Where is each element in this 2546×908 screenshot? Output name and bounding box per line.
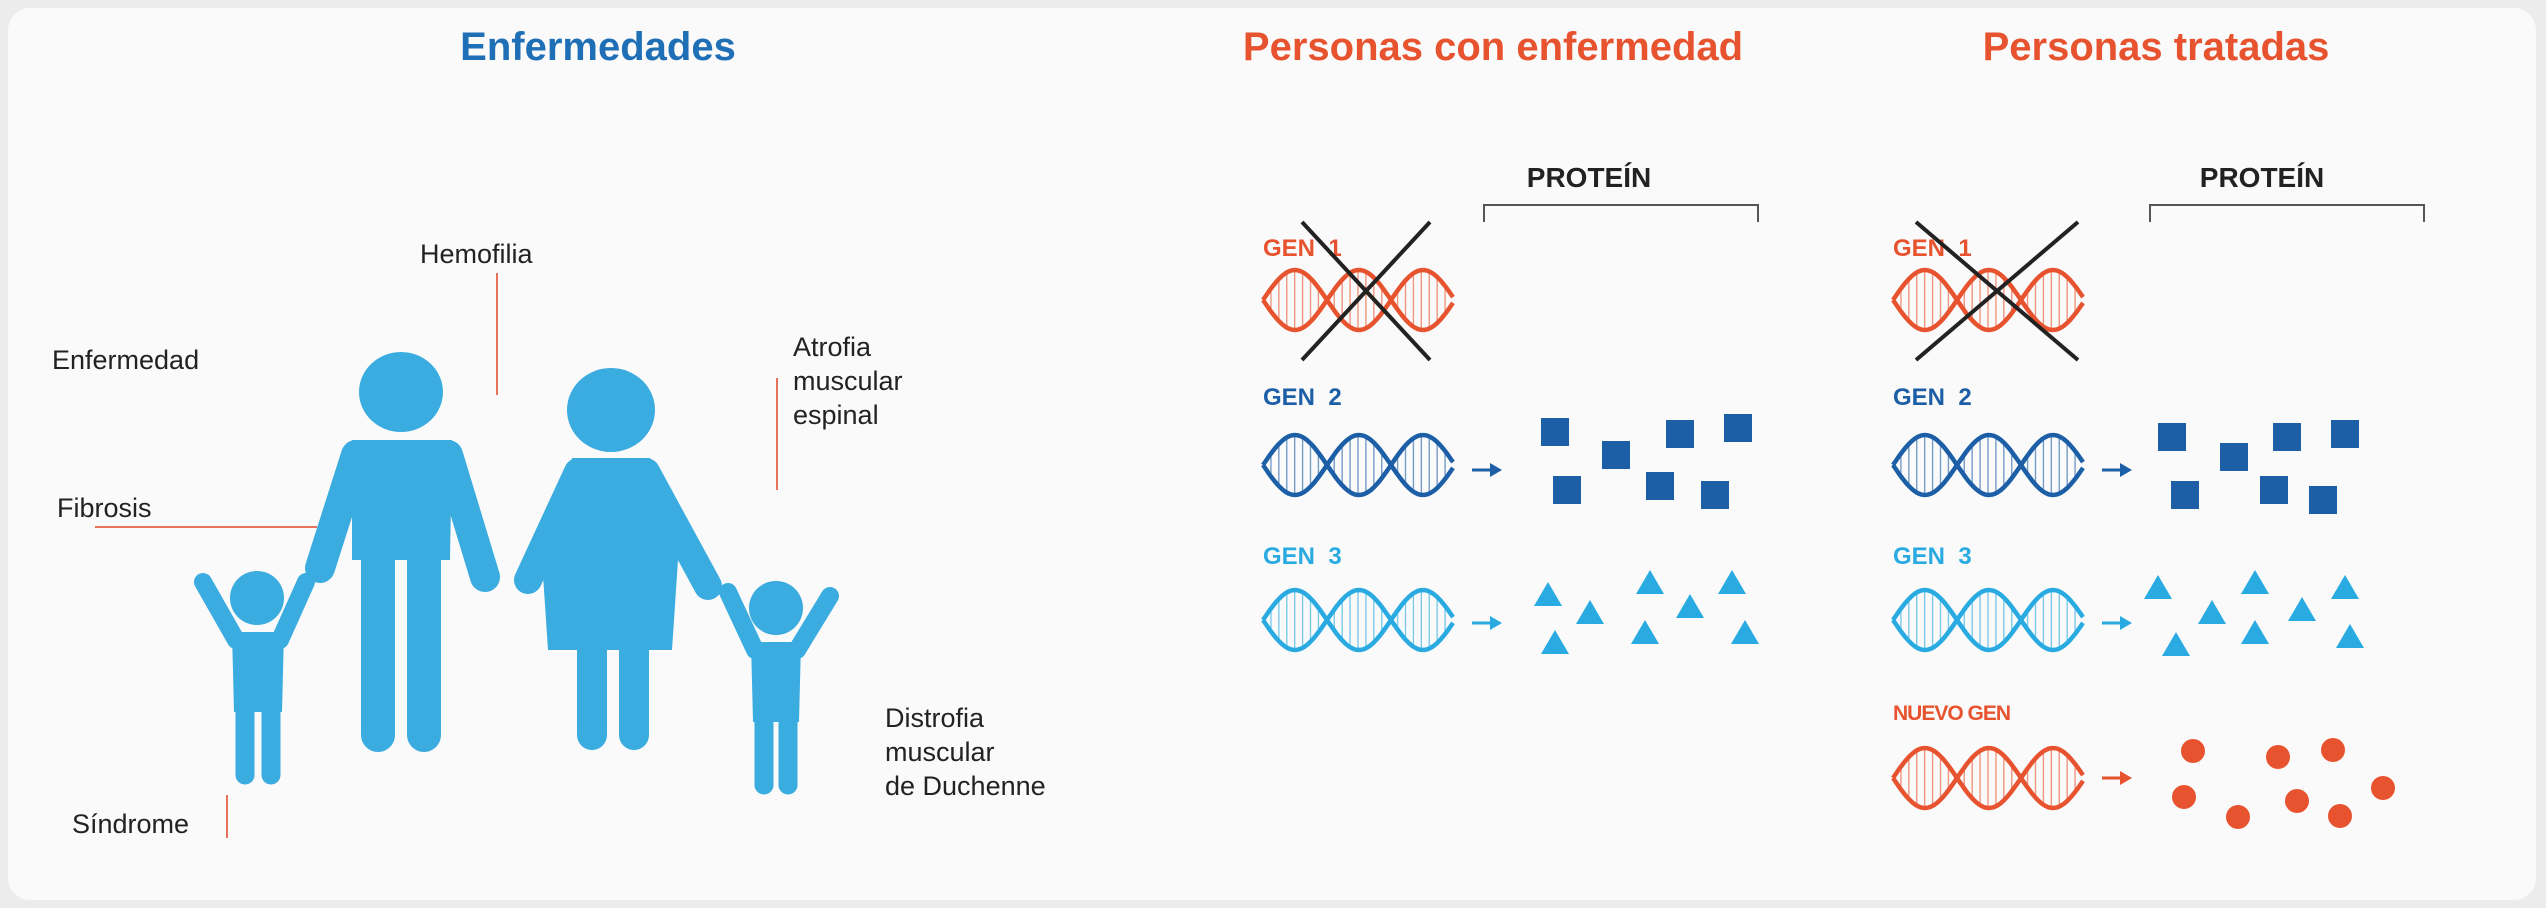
protein-square-treated-3 xyxy=(2331,420,2359,448)
protein-square-treated-1 xyxy=(2220,443,2248,471)
protein-triangle-sick-2 xyxy=(1718,570,1746,594)
arrow-gen3-treated-head xyxy=(2120,616,2132,630)
gene-label-gen2-treated: GEN 2 xyxy=(1893,384,1972,411)
dna-and-proteins xyxy=(1261,220,2395,829)
dna-gen3-treated-strand xyxy=(1891,587,2085,653)
protein-label-sick: PROTEÍN xyxy=(1527,162,1651,193)
title-enfermedades: Enfermedades xyxy=(460,25,736,69)
family-figures xyxy=(194,352,839,795)
cross-gen1-treated xyxy=(1914,220,2080,362)
protein-triangle-sick-6 xyxy=(1631,620,1659,644)
father-figure xyxy=(305,352,500,752)
protein-triangle-sick-3 xyxy=(1576,600,1604,624)
leader-lines xyxy=(95,273,778,838)
gene-label-gen3-sick: GEN 3 xyxy=(1263,543,1342,570)
label-sindrome: Síndrome xyxy=(72,809,189,839)
label-atrofia-line1: Atrofia xyxy=(793,332,872,362)
protein-circle-treated-2 xyxy=(2321,738,2345,762)
left-child-figure xyxy=(194,571,315,785)
gene-label-gen1-sick: GEN 1 xyxy=(1263,235,1342,262)
protein-triangle-sick-4 xyxy=(1676,594,1704,618)
protein-circle-treated-7 xyxy=(2371,776,2395,800)
protein-bracket-sick xyxy=(1483,204,1759,222)
protein-bracket-treated xyxy=(2149,204,2425,222)
right-child-figure xyxy=(719,581,839,795)
label-hemofilia: Hemofilia xyxy=(420,239,534,269)
title-personas-con-enfermedad: Personas con enfermedad xyxy=(1243,25,1743,69)
dna-gen3-sick-strand xyxy=(1261,587,1455,653)
protein-square-sick-5 xyxy=(1646,472,1674,500)
label-distrofia-line2: muscular xyxy=(885,737,995,767)
label-atrofia-line3: espinal xyxy=(793,400,879,430)
cross-gen1-sick xyxy=(1300,220,1432,362)
gene-label-gen3-treated: GEN 3 xyxy=(1893,543,1972,570)
protein-triangle-treated-2 xyxy=(2331,575,2359,599)
protein-triangle-treated-3 xyxy=(2198,600,2226,624)
dna-gen1-treated-strand xyxy=(1891,267,2085,333)
gene-label-gen2-sick: GEN 2 xyxy=(1263,384,1342,411)
protein-square-treated-5 xyxy=(2260,476,2288,504)
protein-square-sick-6 xyxy=(1701,481,1729,509)
dna-nuevo-gen-strand xyxy=(1891,745,2085,811)
label-enfermedad: Enfermedad xyxy=(52,345,199,375)
mother-figure xyxy=(514,368,722,750)
protein-triangle-sick-0 xyxy=(1534,582,1562,606)
protein-square-sick-2 xyxy=(1666,420,1694,448)
protein-circle-treated-1 xyxy=(2266,745,2290,769)
protein-square-treated-0 xyxy=(2158,423,2186,451)
protein-square-treated-4 xyxy=(2171,481,2199,509)
label-atrofia-line2: muscular xyxy=(793,366,903,396)
dna-gen1-sick-strand xyxy=(1261,267,1455,333)
protein-triangle-treated-0 xyxy=(2144,575,2172,599)
dna-gen1-sick-strand xyxy=(1261,267,1455,333)
protein-square-sick-4 xyxy=(1553,476,1581,504)
protein-circle-treated-5 xyxy=(2285,789,2309,813)
dna-gen3-sick-strand xyxy=(1261,587,1455,653)
label-distrofia-line3: de Duchenne xyxy=(885,771,1046,801)
protein-square-sick-3 xyxy=(1724,414,1752,442)
dna-gen3-treated-strand xyxy=(1891,587,2085,653)
gene-labels: GEN 1 GEN 2 GEN 3 GEN 1 GEN 2 GEN 3 NUEV… xyxy=(1263,235,2011,725)
protein-triangle-treated-4 xyxy=(2288,597,2316,621)
protein-triangle-sick-5 xyxy=(1541,630,1569,654)
protein-triangle-treated-1 xyxy=(2241,570,2269,594)
title-personas-tratadas: Personas tratadas xyxy=(1983,25,2330,69)
protein-triangle-sick-7 xyxy=(1731,620,1759,644)
arrow-gen2-sick-head xyxy=(1490,463,1502,477)
protein-square-treated-6 xyxy=(2309,486,2337,514)
dna-gen2-treated-strand xyxy=(1891,432,2085,498)
gene-label-nuevo-gen: NUEVO GEN xyxy=(1893,702,2010,725)
protein-square-sick-1 xyxy=(1602,441,1630,469)
label-distrofia: Distrofia muscular de Duchenne xyxy=(885,703,1046,801)
protein-label-treated: PROTEÍN xyxy=(2200,162,2324,193)
label-fibrosis: Fibrosis xyxy=(57,493,152,523)
protein-circle-treated-0 xyxy=(2181,739,2205,763)
label-atrofia: Atrofia muscular espinal xyxy=(793,332,910,430)
dna-nuevo-gen-strand xyxy=(1891,745,2085,811)
dna-gen2-treated-strand xyxy=(1891,432,2085,498)
protein-square-treated-2 xyxy=(2273,423,2301,451)
protein-triangle-treated-5 xyxy=(2162,632,2190,656)
dna-gen1-treated-strand xyxy=(1891,267,2085,333)
protein-square-sick-0 xyxy=(1541,418,1569,446)
protein-triangle-treated-6 xyxy=(2241,620,2269,644)
protein-circle-treated-4 xyxy=(2226,805,2250,829)
disease-labels: Enfermedad Hemofilia Atrofia muscular es… xyxy=(52,239,1046,839)
dna-gen2-sick-strand xyxy=(1261,432,1455,498)
label-distrofia-line1: Distrofia xyxy=(885,703,985,733)
protein-headers: PROTEÍN PROTEÍN xyxy=(1483,162,2425,222)
dna-gen2-sick-strand xyxy=(1261,432,1455,498)
protein-circle-treated-3 xyxy=(2172,785,2196,809)
protein-triangle-sick-1 xyxy=(1636,570,1664,594)
arrow-nuevo-gen-head xyxy=(2120,771,2132,785)
protein-circle-treated-6 xyxy=(2328,804,2352,828)
arrow-gen2-treated-head xyxy=(2120,463,2132,477)
protein-triangle-treated-7 xyxy=(2336,624,2364,648)
arrow-gen3-sick-head xyxy=(1490,616,1502,630)
